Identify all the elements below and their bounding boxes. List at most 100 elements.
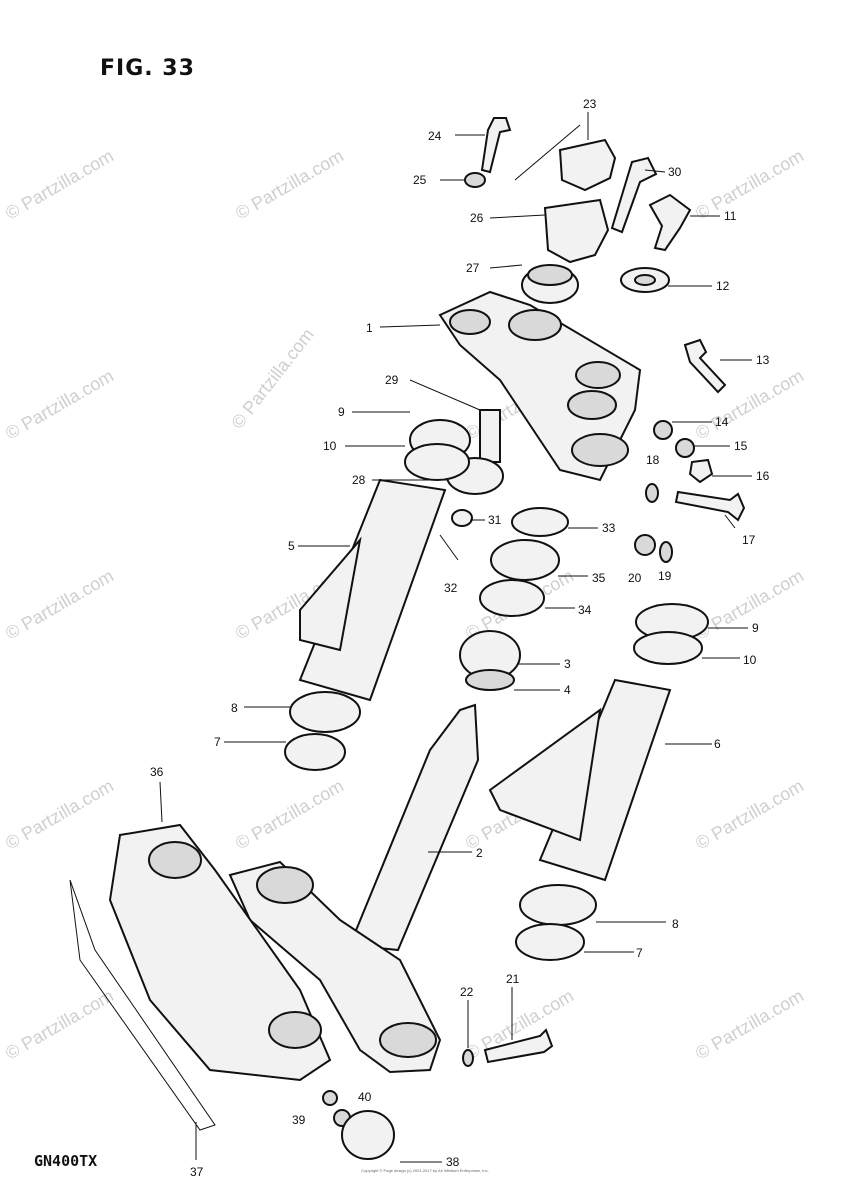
cushion-7-left [284, 733, 346, 771]
leader-line [409, 379, 481, 411]
callout-label: 28 [352, 473, 366, 487]
washer-19 [659, 541, 673, 563]
callout-label: 7 [636, 946, 643, 960]
bracket-bore-lower [571, 433, 629, 467]
callout-label: 38 [446, 1155, 460, 1169]
callout-label: 23 [583, 97, 597, 111]
leader-line [514, 124, 581, 181]
upper-handlebar-holder [558, 138, 617, 192]
callout-label: 27 [466, 261, 480, 275]
callout-label: 15 [734, 439, 748, 453]
callout-label: 8 [231, 701, 238, 715]
nut-15 [675, 438, 695, 458]
callout-label: 12 [716, 279, 730, 293]
bracket-5-ear [299, 536, 362, 652]
callout-label: 4 [564, 683, 571, 697]
upper-bracket-group [438, 290, 746, 522]
callout-label: 6 [714, 737, 721, 751]
callout-label: 40 [358, 1090, 372, 1104]
steering-stem-2 [348, 703, 480, 952]
bracket-6-ear [488, 707, 602, 842]
washer-18 [645, 483, 659, 503]
cushion-10-right [633, 631, 703, 665]
cover-36-hole-bottom [268, 1011, 322, 1049]
nut-20 [634, 534, 656, 556]
callout-label: 33 [602, 521, 616, 535]
right-bracket-group [488, 603, 709, 961]
callout-label: 17 [742, 533, 756, 547]
watermark: © Partzilla.com [232, 775, 347, 853]
callout-label: 7 [214, 735, 221, 749]
left-bracket-group [284, 419, 471, 771]
watermark: © Partzilla.com [692, 145, 807, 223]
callout-label: 29 [385, 373, 399, 387]
model-code: GN400TX [34, 1152, 98, 1170]
lower-bracket-bore-left [256, 866, 314, 904]
bolt-11 [648, 193, 692, 252]
copyright-note: Copyright © Page design (c) 2001-2017 by… [361, 1168, 489, 1173]
seal-33 [511, 507, 569, 537]
lower-bracket [228, 860, 442, 1074]
callout-label: 22 [460, 985, 474, 999]
figure-title: FIG. 33 [100, 56, 195, 81]
cap-38 [341, 1110, 395, 1160]
callout-label: 11 [724, 209, 737, 223]
leader-line [379, 324, 441, 328]
lower-assembly-group [69, 703, 554, 1160]
callout-label: 26 [470, 211, 484, 225]
lower-bracket-bore-right [379, 1022, 437, 1058]
seal-8-left [289, 691, 361, 733]
watermark: © Partzilla.com [2, 145, 117, 223]
callout-label: 20 [628, 571, 642, 585]
callout-label: 37 [190, 1165, 204, 1179]
watermark: © Partzilla.com [2, 775, 117, 853]
callout-label: 25 [413, 173, 427, 187]
washer-14 [653, 420, 673, 440]
cover-36-hole-top [148, 841, 202, 879]
callout-label: 9 [752, 621, 759, 635]
callout-label: 36 [150, 765, 164, 779]
stem-nut-29 [479, 409, 501, 463]
watermark: © Partzilla.com [2, 565, 117, 643]
callout-label: 10 [323, 439, 337, 453]
washer-40 [322, 1090, 338, 1106]
pin-32 [439, 534, 459, 561]
callout-label: 1 [366, 321, 373, 335]
bolt-30 [610, 156, 658, 234]
callout-label: 10 [743, 653, 757, 667]
race-34 [479, 579, 545, 617]
cushion-7-right [515, 923, 585, 961]
callout-label: 34 [578, 603, 592, 617]
leader-line [159, 781, 163, 823]
watermark: © Partzilla.com [227, 325, 317, 433]
bolt-24 [480, 117, 512, 174]
callout-label: 9 [338, 405, 345, 419]
bracket-bore-left [449, 309, 491, 335]
bracket-bore-right [575, 361, 621, 389]
washer-12-hole [634, 274, 656, 286]
callout-label: 16 [756, 469, 770, 483]
watermark: © Partzilla.com [2, 985, 117, 1063]
callout-label: 19 [658, 569, 672, 583]
callout-label: 39 [292, 1113, 306, 1127]
bracket-bore-center [508, 309, 562, 341]
leader-line [644, 169, 666, 173]
callout-label: 21 [506, 972, 520, 986]
callout-label: 18 [646, 453, 660, 467]
bearing-35 [490, 539, 560, 581]
callout-label: 14 [715, 415, 729, 429]
seal-8-right [519, 884, 597, 926]
watermark: © Partzilla.com [232, 145, 347, 223]
race-4 [465, 669, 515, 691]
watermark: © Partzilla.com [692, 985, 807, 1063]
leader-line [724, 514, 736, 529]
leader-line [489, 264, 523, 269]
bearing-stack-group [439, 409, 673, 691]
watermark: © Partzilla.com [692, 565, 807, 643]
callout-label: 3 [564, 657, 571, 671]
cushion-10-left [404, 443, 470, 481]
watermark: © Partzilla.com [2, 365, 117, 443]
watermark: © Partzilla.com [692, 775, 807, 853]
